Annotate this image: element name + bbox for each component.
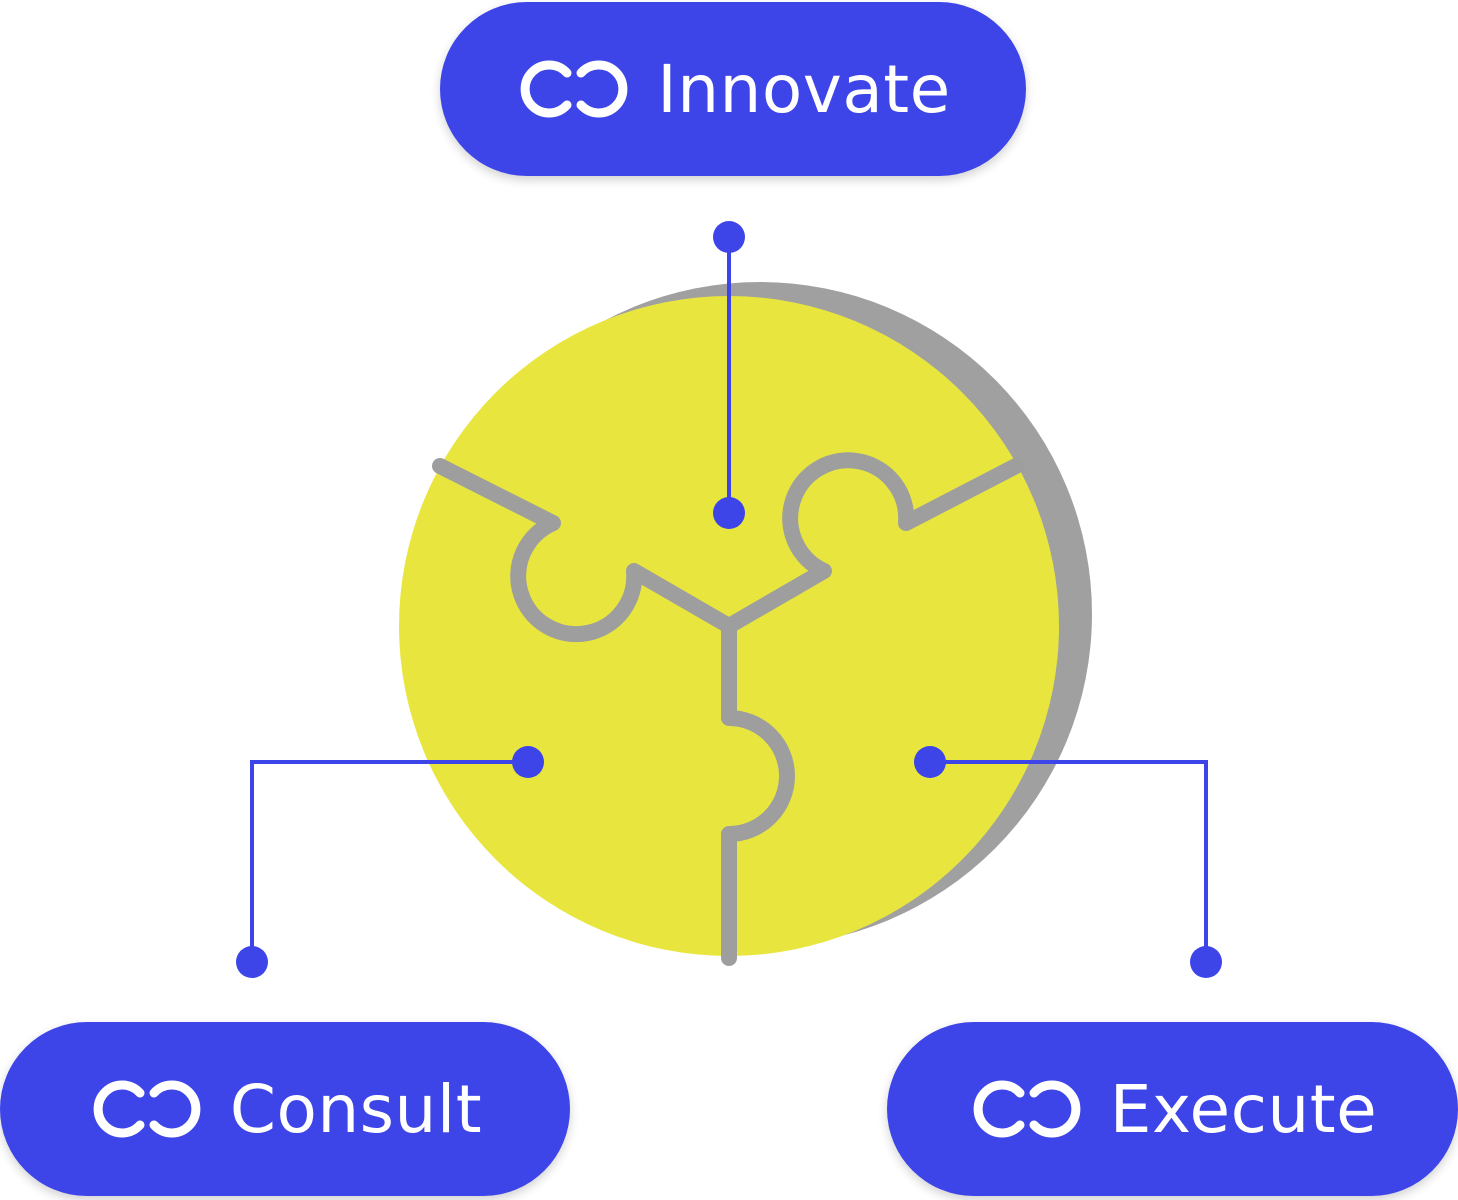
- innovate-pill: Innovate: [440, 2, 1026, 176]
- execute-label: Execute: [1109, 1070, 1378, 1148]
- seam-left: [432, 458, 737, 643]
- consult-pill: Consult: [0, 1022, 570, 1196]
- seam-bottom: [721, 618, 795, 966]
- co-logo-icon: [520, 60, 628, 118]
- co-logo-icon: [93, 1080, 201, 1138]
- connector-execute: [930, 760, 1208, 962]
- consult-label: Consult: [229, 1070, 483, 1148]
- execute-pill: Execute: [887, 1022, 1458, 1196]
- dot-execute-center: [914, 746, 946, 778]
- dot-innovate-center: [713, 497, 745, 529]
- dot-execute-bottom: [1190, 946, 1222, 978]
- co-logo-icon: [973, 1080, 1081, 1138]
- dot-innovate-top: [713, 221, 745, 253]
- innovate-label: Innovate: [657, 50, 951, 128]
- dot-consult-bottom: [236, 946, 268, 978]
- puzzle-seams: [432, 452, 1024, 966]
- dot-consult-center: [512, 746, 544, 778]
- connector-consult: [250, 760, 528, 962]
- connector-dots: [236, 221, 1222, 978]
- connectors: [250, 237, 1208, 962]
- seam-right: [721, 452, 1024, 634]
